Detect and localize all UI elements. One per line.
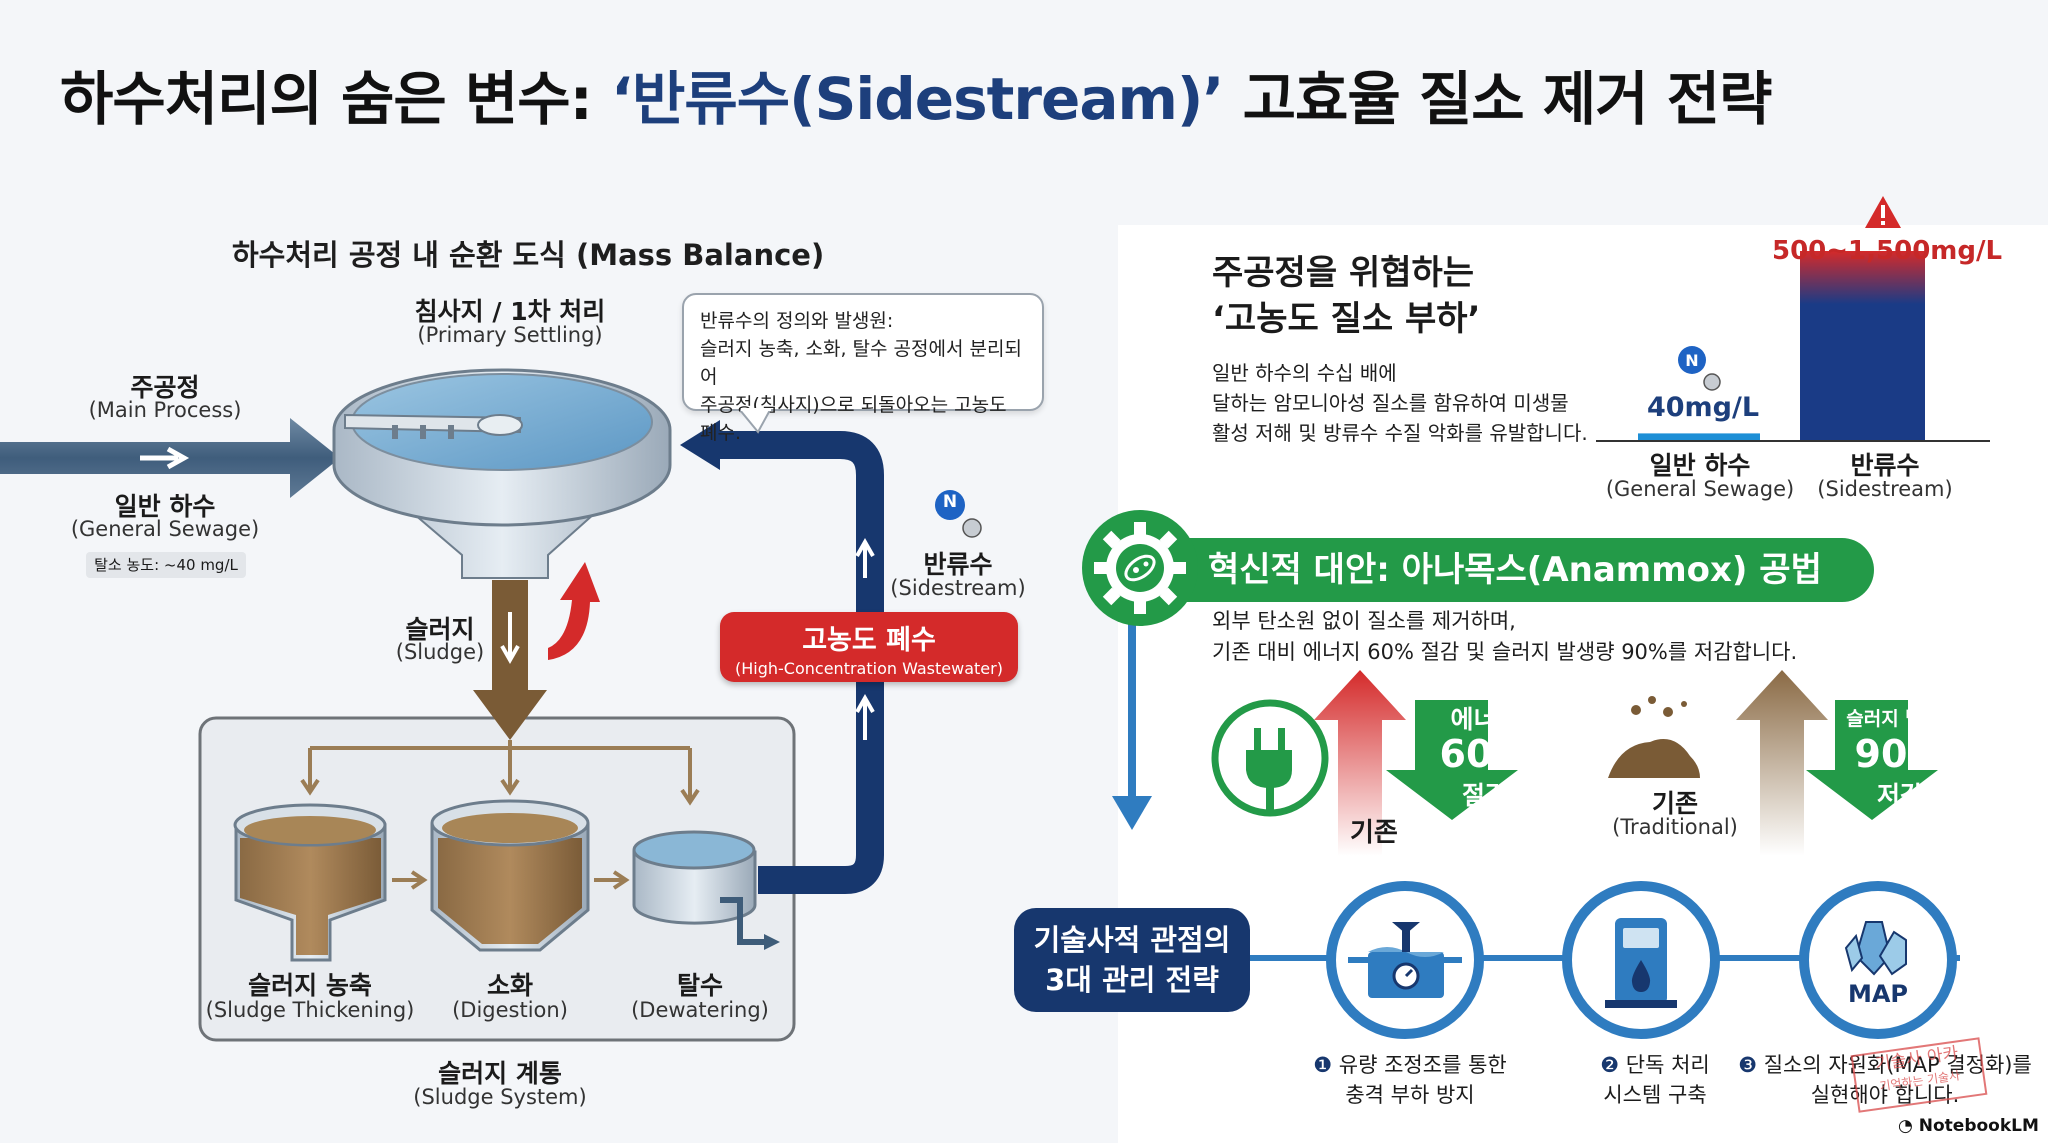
anammox-description: 외부 탄소원 없이 질소를 제거하며, 기존 대비 에너지 60% 절감 및 슬… — [1212, 609, 1798, 664]
mass-balance-heading: 하수처리 공정 내 순환 도식 (Mass Balance) — [232, 238, 825, 272]
primary-label-en: (Primary Settling) — [417, 323, 603, 347]
energy-baseline-label: 기존 — [1350, 818, 1398, 848]
sludge-reduction-arrow — [1806, 700, 1938, 820]
sewage-concentration-badge: 탈소 농도: ~40 mg/L — [86, 552, 246, 578]
energy-plug-icon — [1211, 699, 1329, 817]
energy-baseline-arrow — [1314, 670, 1406, 856]
chart-cat-sidestream: 반류수 — [1850, 451, 1920, 480]
digestion-label-en: (Digestion) — [452, 998, 568, 1022]
chart-cat-sidestream-en: (Sidestream) — [1817, 477, 1953, 501]
sewage-label: 일반 하수 — [114, 492, 216, 521]
strategy-item-3: ❸ 질소의 자원화(MAP 결정화)를 실현해야 합니다. — [1738, 1053, 2032, 1107]
sludge-label-en: (Sludge) — [395, 640, 485, 664]
strategy-item-2: ❷ 단독 처리 시스템 구축 — [1600, 1053, 1710, 1107]
primary-tank-scraper — [344, 413, 521, 434]
chart-bar-general-sewage — [1638, 433, 1760, 441]
anammox-savings-graphics — [1211, 670, 1938, 856]
map-crystal-icon: MAP — [1799, 881, 1957, 1039]
chart-cat-general-en: (General Sewage) — [1605, 477, 1795, 501]
high-concentration-pill: 고농도 폐수 (High-Concentration Wastewater) — [720, 612, 1018, 682]
page-title: 하수처리의 숨은 변수: ‘반류수(Sidestream)’ 고효율 질소 제거… — [60, 65, 1772, 133]
digestion-label: 소화 — [486, 971, 533, 1000]
svg-text:MAP: MAP — [1848, 980, 1908, 1008]
sludge-system-label-en: (Sludge System) — [413, 1085, 587, 1109]
sludge-amount-unit: 저감 — [1876, 781, 1923, 810]
strategy-hub: 기술사적 관점의 3대 관리 전략 — [1014, 908, 1250, 1012]
main-process-label: 주공정 — [130, 373, 200, 402]
energy-value: 60% — [1439, 732, 1531, 776]
dewatering-unit — [632, 830, 780, 950]
chart-cat-general: 일반 하수 — [1649, 451, 1751, 480]
anammox-banner: 혁신적 대안: 아나목스(Anammox) 공법 — [1110, 538, 1874, 602]
sludge-system-label: 슬러지 계통 — [438, 1059, 562, 1088]
mass-balance-diagram — [0, 368, 982, 1042]
brand-logo: ◔ NotebookLM — [1898, 1116, 2039, 1136]
thickening-tank — [233, 803, 387, 962]
dewatering-label: 탈수 — [676, 971, 723, 1000]
sidestream-label: 반류수 — [923, 550, 993, 579]
nitrogen-load-chart: N — [1596, 196, 1990, 442]
sidestream-label-en: (Sidestream) — [890, 576, 1026, 600]
gear-bacteria-icon — [1082, 510, 1198, 626]
energy-label: 에너지 — [1450, 705, 1520, 734]
threat-description: 일반 하수의 수십 배에 달하는 암모니아성 질소를 함유하여 미생물 활성 저… — [1212, 361, 1588, 445]
dewatering-label-en: (Dewatering) — [631, 998, 769, 1022]
energy-reduction-arrow — [1386, 700, 1518, 820]
chart-bar-sidestream — [1800, 251, 1925, 441]
primary-label: 침사지 / 1차 처리 — [414, 297, 606, 326]
strategy-circles: MAP — [1326, 881, 1957, 1039]
callout-tail — [740, 408, 771, 434]
energy-unit: 절감 — [1461, 781, 1508, 810]
thickening-label: 슬러지 농축 — [248, 971, 372, 1000]
definition-callout: 반류수의 정의와 발생원: 슬러지 농축, 소화, 탈수 공정에서 분리되어 주… — [682, 293, 1044, 444]
sludge-baseline-arrow — [1736, 670, 1828, 856]
sludge-baseline-label: 기존 — [1651, 789, 1698, 818]
sludge-pile-icon — [1608, 696, 1700, 778]
threat-heading: 주공정을 위협하는 ‘고농도 질소 부하’ — [1212, 253, 1481, 339]
sludge-baseline-label-en: (Traditional) — [1612, 815, 1738, 839]
nitrogen-molecule-icon — [935, 490, 982, 538]
nitrogen-molecule-icon: N — [1678, 346, 1721, 391]
digestion-tank — [430, 799, 590, 952]
standalone-treatment-icon — [1562, 881, 1720, 1039]
flow-arrow-icon — [140, 446, 190, 470]
red-return-arrow — [548, 562, 600, 660]
chart-value-sidestream: 500~1,500mg/L — [1772, 236, 2003, 266]
sludge-label: 슬러지 — [405, 615, 475, 644]
svg-text:N: N — [1685, 351, 1698, 370]
sludge-amount-label: 슬러지 발생량 — [1846, 708, 1958, 730]
flow-control-icon — [1326, 881, 1484, 1039]
sludge-amount-value: 90% — [1854, 732, 1946, 776]
sewage-label-en: (General Sewage) — [70, 517, 260, 541]
main-process-label-en: (Main Process) — [88, 398, 242, 422]
thickening-label-en: (Sludge Thickening) — [205, 998, 415, 1022]
nitrogen-symbol: N — [942, 492, 958, 512]
strategy-item-1: ❶ 유량 조정조를 통한 충격 부하 방지 — [1313, 1053, 1507, 1107]
chart-value-general: 40mg/L — [1646, 392, 1760, 423]
